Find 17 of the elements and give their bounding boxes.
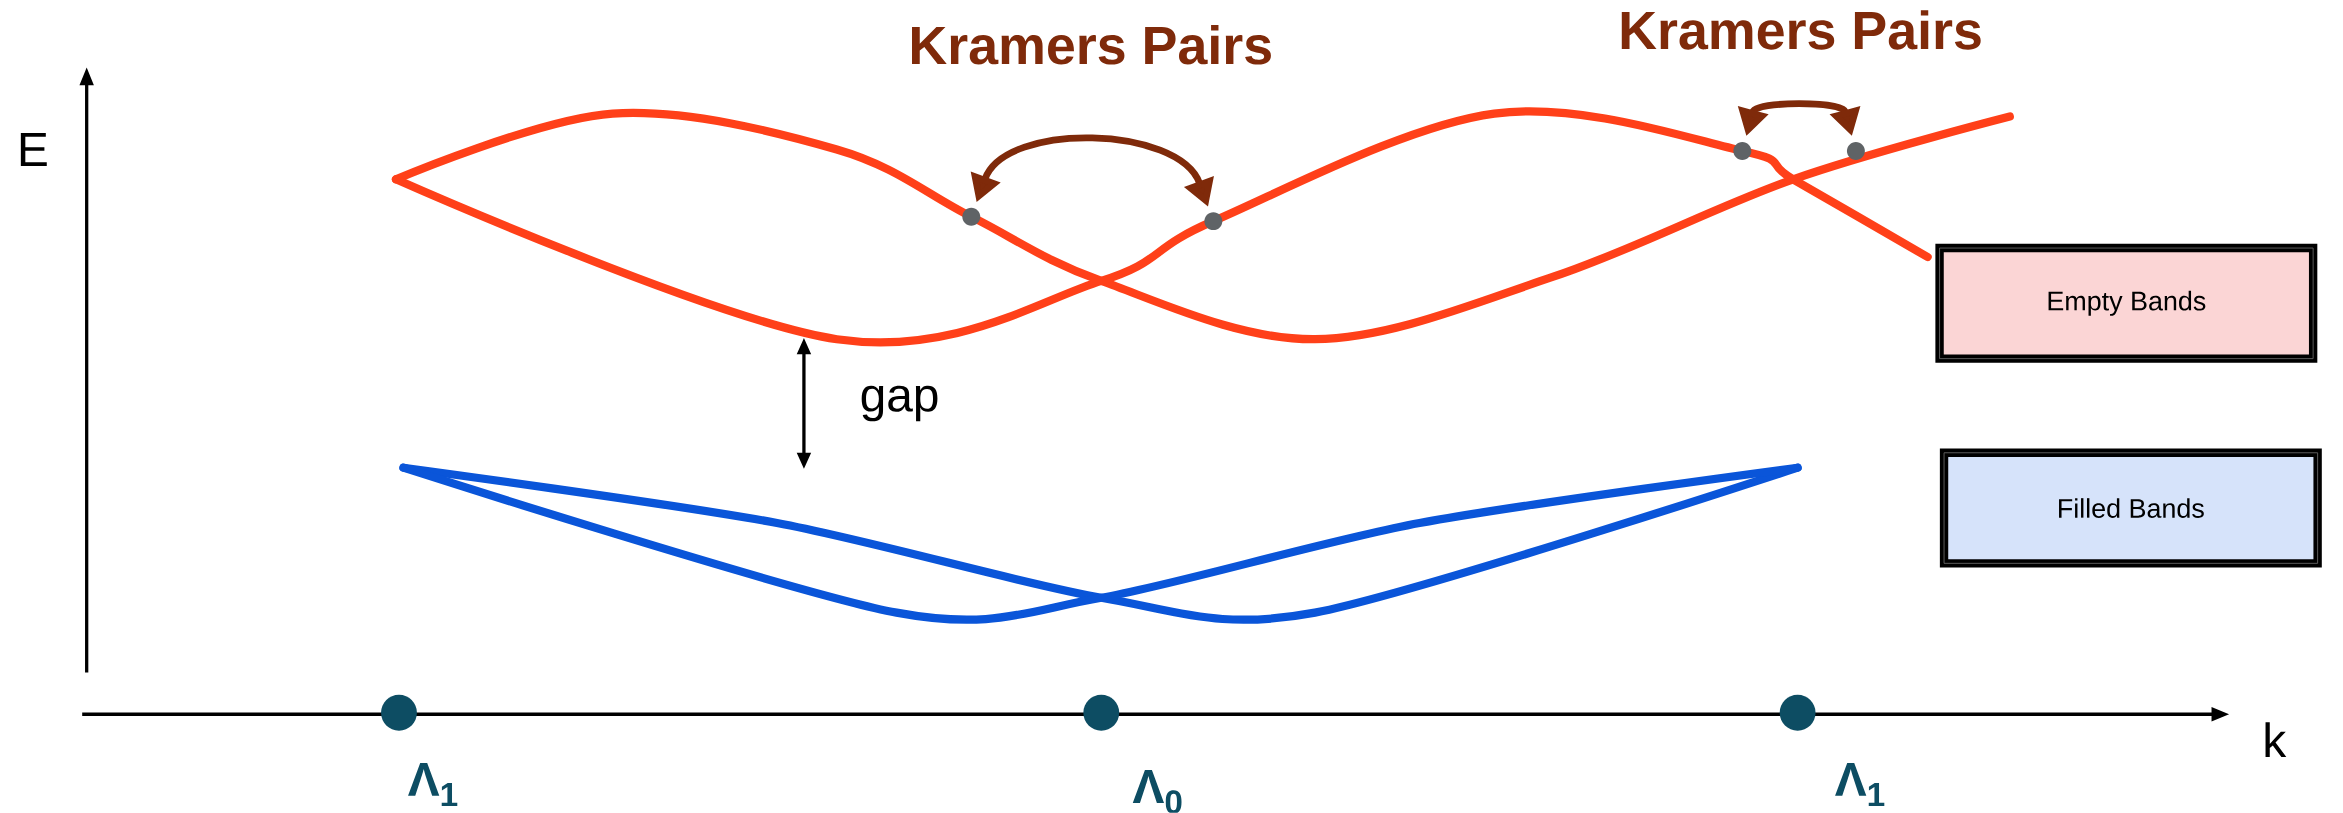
point-dot bbox=[1204, 212, 1223, 231]
heading-label: Kramers Pairs bbox=[1621, 10, 1981, 50]
point-dot bbox=[1733, 142, 1752, 160]
point-marker bbox=[381, 694, 417, 731]
axis-label: k bbox=[2265, 722, 2287, 758]
axis-label: E bbox=[20, 133, 47, 166]
point-label: Λ$_{0}$ bbox=[1132, 770, 1182, 813]
gap-label: gap bbox=[861, 385, 938, 422]
point-marker bbox=[1779, 694, 1816, 731]
point-dot bbox=[962, 207, 981, 226]
heading-label: Kramers Pairs bbox=[912, 25, 1271, 65]
band-box: Empty Bands bbox=[1935, 243, 2318, 363]
point-label: Λ$_{1}$ bbox=[408, 763, 458, 807]
band-box: Filled Bands bbox=[1939, 448, 2322, 568]
point-dot bbox=[1846, 142, 1865, 160]
point-marker bbox=[1083, 694, 1120, 731]
point-label: Λ$_{1}$ bbox=[1835, 763, 1885, 807]
